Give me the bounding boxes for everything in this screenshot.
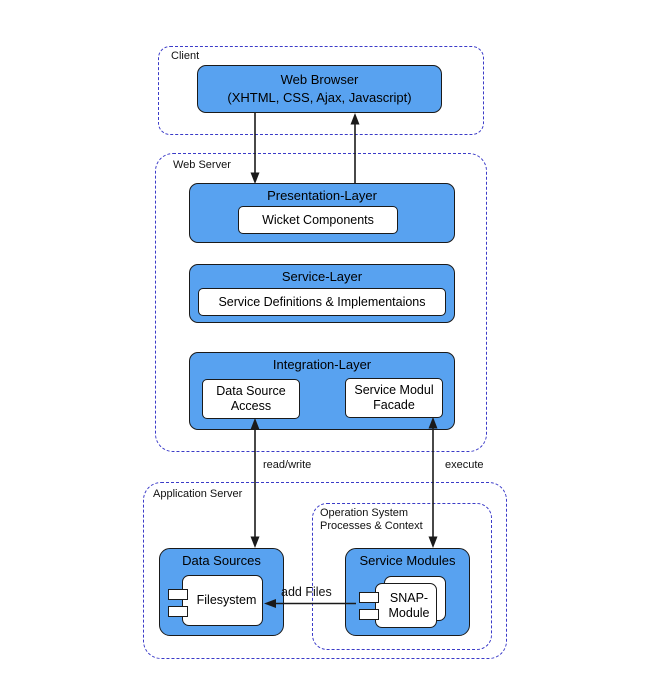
- component-port-icon: [359, 592, 379, 603]
- web-server-label: Web Server: [173, 159, 231, 171]
- service-definitions-node: Service Definitions & Implementaions: [198, 288, 446, 316]
- data-sources-node: Data Sources Filesystem: [159, 548, 284, 636]
- execute-label: execute: [445, 459, 484, 471]
- service-modules-title: Service Modules: [359, 553, 456, 568]
- service-modul-facade-node: Service Modul Facade: [345, 378, 443, 418]
- presentation-layer-title: Presentation-Layer: [267, 188, 377, 203]
- data-sources-title: Data Sources: [182, 553, 261, 568]
- client-label: Client: [171, 50, 200, 62]
- snap-module-label: SNAP- Module: [388, 590, 430, 620]
- integration-layer-title: Integration-Layer: [272, 357, 372, 372]
- service-layer-node: Service-Layer Service Definitions & Impl…: [189, 264, 455, 323]
- web-server-container: Web Server: [155, 153, 487, 452]
- data-source-access-label: Data Source Access: [216, 384, 286, 413]
- component-port-icon: [359, 609, 379, 620]
- application-server-container: Application Server: [143, 482, 507, 659]
- service-layer-title: Service-Layer: [281, 269, 363, 284]
- read-write-label: read/write: [263, 459, 312, 471]
- service-definitions-label: Service Definitions & Implementaions: [218, 294, 426, 309]
- operation-system-label: Operation System Processes & Context: [320, 507, 423, 532]
- wicket-components-label: Wicket Components: [262, 212, 374, 227]
- presentation-layer-node: Presentation-Layer Wicket Components: [189, 183, 455, 243]
- data-source-access-node: Data Source Access: [202, 379, 300, 419]
- web-browser-label: Web Browser (XHTML, CSS, Ajax, Javascrip…: [227, 72, 412, 105]
- client-container: Client: [158, 46, 484, 135]
- filesystem-label: Filesystem: [196, 593, 257, 607]
- integration-layer-node: Integration-Layer Data Source Access Ser…: [189, 352, 455, 430]
- application-server-label: Application Server: [153, 488, 243, 500]
- add-files-label: add Files: [281, 585, 332, 599]
- wicket-components-node: Wicket Components: [238, 206, 398, 234]
- web-browser-node: Web Browser (XHTML, CSS, Ajax, Javascrip…: [197, 65, 442, 113]
- service-modules-node: Service Modules SNAP- Module: [345, 548, 470, 636]
- snap-module-component: SNAP- Module: [375, 583, 437, 628]
- component-port-icon: [168, 589, 188, 600]
- operation-system-container: Operation System Processes & Context: [312, 503, 492, 650]
- service-modul-facade-label: Service Modul Facade: [354, 383, 434, 412]
- filesystem-component: Filesystem: [182, 575, 263, 626]
- component-port-icon: [168, 606, 188, 617]
